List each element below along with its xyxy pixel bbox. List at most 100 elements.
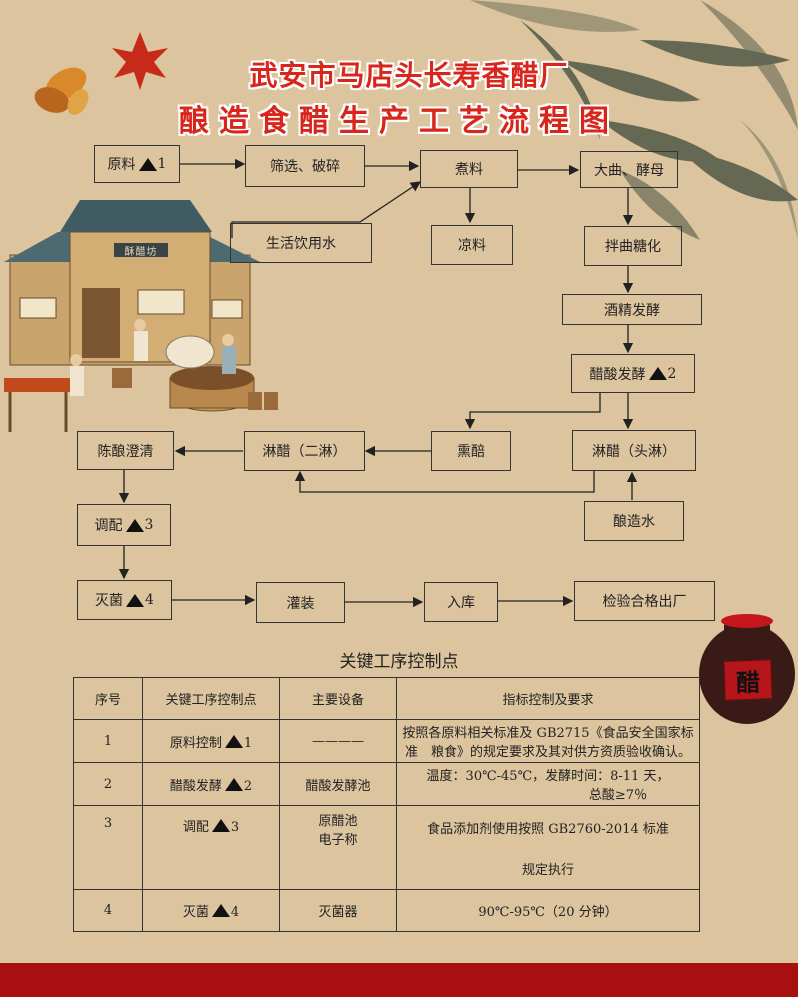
header-no: 序号 [73,677,143,720]
node-brewing-water: 酿造水 [584,501,684,541]
node-leach1-label: 淋醋（头淋） [592,443,676,460]
node-cooling: 凉料 [431,225,513,265]
node-sterilizing: 灭菌 4 [77,580,172,620]
cell-requirement: 温度：30℃-45℃，发酵时间：8-11 天， 总酸≥7％ [396,762,700,806]
node-filling-label: 灌装 [286,595,315,612]
table-row: 2 醋酸发酵 2 醋酸发酵池 温度：30℃-45℃，发酵时间：8-11 天， 总酸≥… [73,762,700,806]
bottom-bar [0,963,798,997]
node-cooking-label: 煮料 [455,162,483,178]
cell-no: 1 [73,719,143,763]
node-alcohol-label: 酒精发酵 [604,302,660,319]
control-point-triangle-icon [211,904,230,917]
node-aging: 陈酿澄清 [77,431,174,470]
cell-requirement: 食品添加剂使用按照 GB2760-2014 标准规定执行 [396,805,700,890]
node-leach2-label: 淋醋（二淋） [262,444,347,460]
table-row: 4 灭菌 4 灭菌器 90℃-95℃（20 分钟） [73,889,700,932]
control-point-triangle-icon [648,367,667,380]
node-smoking: 熏醅 [431,431,511,471]
control-point-triangle-icon [125,518,144,532]
control-point-table: 序号 关键工序控制点 主要设备 指标控制及要求 1 原料控制 1 ———— 按照各… [73,677,700,932]
node-sterilize-label: 灭菌 [95,593,124,609]
cell-point-text: 灭菌 [182,905,209,920]
control-point-triangle-icon [211,819,230,832]
node-leach-second: 淋醋（二淋） [244,431,365,471]
cell-equipment: 灭菌器 [279,889,397,932]
node-inspection: 检验合格出厂 [574,581,715,621]
header-point: 关键工序控制点 [142,677,280,720]
cell-point-text: 醋酸发酵 [169,778,222,794]
cell-equip-line: 电子称 [318,833,358,848]
node-leach-first: 淋醋（头淋） [572,430,696,471]
node-sterilize-mark: 4 [145,592,154,608]
node-blending: 调配 3 [77,504,171,546]
table-header-row: 序号 关键工序控制点 主要设备 指标控制及要求 [73,677,700,720]
node-water-label: 生活饮用水 [266,236,336,252]
node-raw-mark: 1 [157,156,167,172]
cell-req-line: 温度：30℃-45℃，发酵时间：8-11 天， [426,769,670,784]
page-subtitle: 酿造食醋生产工艺流程图 [179,104,619,139]
node-cooling-label: 凉料 [458,238,486,254]
node-screening: 筛选、破碎 [245,145,365,187]
control-point-triangle-icon [126,593,145,607]
node-drinking-water: 生活饮用水 [230,223,372,263]
node-mix-label: 拌曲糖化 [605,239,661,255]
cell-req-line: 按照各原料相关标准及 GB2715《食品安全国家标 [402,726,694,741]
table-row: 3 调配 3 原醋池电子称 食品添加剂使用按照 GB2760-2014 标准规定执… [73,805,700,890]
node-blend-label: 调配 [94,518,123,534]
cell-equipment: 原醋池电子称 [279,805,397,890]
node-storage: 入库 [424,582,498,622]
cell-point: 灭菌 4 [142,889,280,932]
cell-equipment: 醋酸发酵池 [279,762,397,806]
node-aging-label: 陈酿澄清 [97,443,154,460]
cell-point: 调配 3 [142,805,280,890]
cell-equip-line: 原醋池 [318,814,358,829]
node-koji-label: 大曲、酵母 [594,162,664,179]
node-filling: 灌装 [256,582,345,623]
cell-req-line: 食品添加剂使用按照 GB2760-2014 标准 [427,821,669,837]
cell-no: 3 [73,805,143,890]
node-acetic-fermentation: 醋酸发酵 2 [571,354,695,393]
node-inspect-label: 检验合格出厂 [602,594,687,610]
cell-point: 原料控制 1 [142,719,280,763]
cell-point-mark: 4 [230,905,240,920]
page-title: 武安市马店头长寿香醋厂 [249,59,569,92]
node-storage-label: 入库 [447,595,475,611]
control-point-triangle-icon [224,777,243,791]
cell-no: 4 [73,889,143,932]
shop-sign: 酥醋坊 [114,243,168,258]
cell-req-line: 准 粮食》的规定要求及其对供方资质验收确认。 [404,745,691,760]
control-point-triangle-icon [138,157,157,171]
cell-requirement: 按照各原料相关标准及 GB2715《食品安全国家标准 粮食》的规定要求及其对供方… [396,719,700,763]
cell-point-mark: 2 [243,778,253,794]
cell-point-mark: 1 [243,735,253,751]
maple-leaf-decoration [34,32,168,115]
cell-point-mark: 3 [230,820,240,835]
node-smoke-label: 熏醅 [457,444,485,460]
header-equipment: 主要设备 [279,677,397,720]
node-acetic-label: 醋酸发酵 [589,366,646,383]
cell-point-text: 调配 [182,820,209,835]
cell-requirement: 90℃-95℃（20 分钟） [396,889,700,932]
node-raw-material: 原料 1 [94,145,180,183]
node-brewwater-label: 酿造水 [613,514,655,530]
node-mix-saccharify: 拌曲糖化 [584,226,682,266]
node-cooking: 煮料 [420,150,518,188]
cell-equipment: ———— [279,719,397,763]
workshop-illustration [4,200,278,432]
cell-no: 2 [73,762,143,806]
control-point-triangle-icon [224,734,243,748]
table-row: 1 原料控制 1 ———— 按照各原料相关标准及 GB2715《食品安全国家标准 … [73,719,700,763]
node-raw-label: 原料 [107,157,136,173]
table-title: 关键工序控制点 [339,652,459,672]
node-acetic-mark: 2 [667,365,677,382]
node-alcohol-fermentation: 酒精发酵 [562,294,702,325]
cell-point: 醋酸发酵 2 [142,762,280,806]
node-blend-mark: 3 [144,517,154,533]
header-requirement: 指标控制及要求 [396,677,700,720]
node-screening-label: 筛选、破碎 [270,159,340,175]
node-koji-yeast: 大曲、酵母 [580,151,678,188]
cell-point-text: 原料控制 [169,735,222,751]
cell-req-line: 总酸≥7％ [588,788,648,803]
